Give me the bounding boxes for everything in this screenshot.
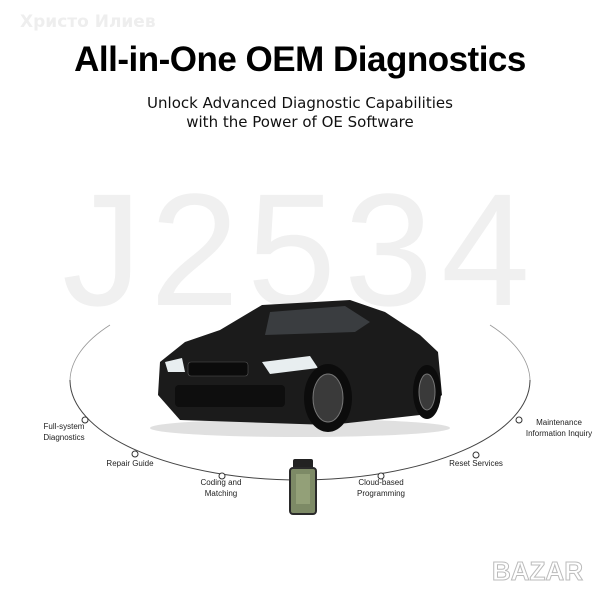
subtitle-line: Unlock Advanced Diagnostic Capabilities	[147, 94, 453, 112]
watermark: Христо Илиев	[20, 12, 156, 32]
feature-line: Coding and	[200, 478, 242, 487]
subtitle: Unlock Advanced Diagnostic Capabilities …	[0, 94, 600, 132]
bazar-logo: BAZAR	[492, 556, 584, 587]
node	[472, 451, 480, 459]
feature-nodes	[81, 416, 523, 480]
feature-line: Information Inquiry	[525, 429, 593, 438]
feature-line: Cloud-based	[358, 478, 404, 487]
feature-arc-top-left	[69, 324, 111, 381]
node	[81, 416, 89, 424]
node	[377, 472, 385, 480]
subtitle-line: with the Power of OE Software	[186, 113, 414, 131]
feature-repair-guide: Repair Guide	[95, 458, 165, 469]
feature-line: Full-system	[43, 422, 85, 431]
background-text: J2534	[62, 160, 538, 339]
feature-line: Maintenance	[536, 418, 582, 427]
page-title: All-in-One OEM Diagnostics	[74, 40, 526, 79]
obd-device-image	[289, 459, 317, 515]
feature-line: Programming	[356, 489, 405, 498]
node	[218, 472, 226, 480]
car-image	[150, 300, 450, 437]
feature-line: Matching	[204, 489, 238, 498]
node	[515, 416, 523, 424]
feature-arc-top-right	[489, 324, 531, 381]
feature-line: Repair Guide	[106, 459, 154, 468]
feature-reset-services: Reset Services	[436, 458, 516, 469]
node	[131, 450, 139, 458]
feature-line: Reset Services	[449, 459, 503, 468]
feature-line: Diagnostics	[43, 433, 85, 442]
